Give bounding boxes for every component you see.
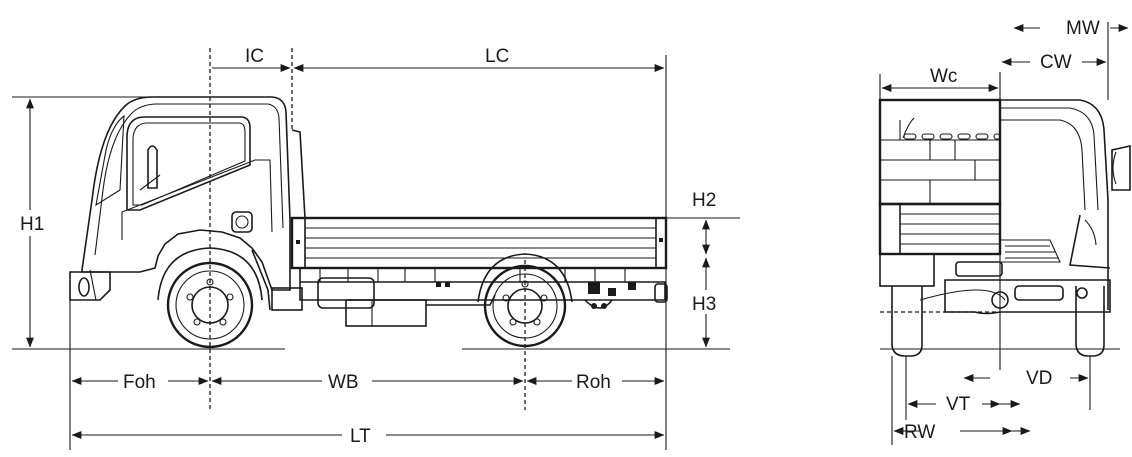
rear-component-3 [628, 282, 636, 290]
front-bumper [69, 271, 111, 301]
door-line [121, 159, 273, 240]
bed-pin-rear [659, 238, 663, 242]
rear-hose [584, 299, 613, 309]
h1-label-mask [17, 210, 43, 236]
frame-bolt-2 [445, 282, 450, 287]
rear-lug-5 [502, 294, 510, 302]
door-window-inner [132, 122, 246, 206]
mudflap [251, 249, 271, 311]
front-tire [166, 261, 254, 349]
roh-label-mask [572, 368, 622, 392]
headlight [78, 277, 90, 297]
driveshaft [426, 294, 496, 306]
label-h2: H2 [692, 190, 716, 211]
cab-rear-panel [291, 129, 306, 219]
axle-housing [919, 289, 1006, 301]
bed-pin-front [296, 240, 300, 244]
rear-component-1 [588, 282, 600, 294]
rear-light [654, 283, 668, 303]
grille-lines [1005, 245, 1058, 259]
windshield-front [1000, 119, 1086, 211]
foh-label-mask [118, 368, 168, 392]
grille [1000, 239, 1061, 263]
label-vd: VD [1026, 368, 1052, 389]
cab-front-inner [1000, 107, 1099, 211]
h3-label-mask [692, 290, 722, 314]
side-view-truck [12, 96, 730, 350]
hose-clamp-2 [601, 303, 607, 309]
cab-outline [81, 96, 291, 291]
windshield [95, 114, 125, 207]
front-view-truck [878, 22, 1131, 445]
fuel-cap-icon [231, 211, 253, 233]
lug-2 [226, 293, 234, 301]
cargo-rear-box [878, 98, 1002, 206]
hose-clamp-1 [591, 303, 597, 309]
label-mw: MW [1066, 18, 1100, 39]
mirror-curve [1112, 151, 1117, 185]
cargo-bed [290, 216, 668, 270]
left-wheel [891, 286, 923, 357]
bumper-edge [89, 269, 97, 301]
right-wheel [1075, 286, 1105, 357]
front-wheel [157, 247, 263, 349]
cab-inner-outline [94, 103, 284, 256]
label-h1: H1 [20, 214, 44, 235]
cab-step [271, 287, 303, 311]
rear-component-2 [608, 288, 616, 296]
lug-5 [186, 293, 194, 301]
label-vt: VT [946, 394, 971, 415]
rear-lug-3 [533, 318, 541, 326]
lt-label-mask [342, 422, 386, 448]
front-mirror [1111, 145, 1131, 191]
label-wb: WB [328, 372, 359, 393]
frame-brackets [319, 268, 626, 282]
label-lt: LT [350, 426, 371, 447]
label-rw: RW [904, 422, 935, 443]
side-view-dimensions: IC LC H1 H2 H3 Foh WB Roh LT [12, 46, 740, 450]
lug-3 [219, 318, 227, 326]
label-cw: CW [1040, 52, 1072, 73]
label-wc: Wc [930, 66, 957, 87]
fog-light [955, 261, 1003, 277]
tow-hook [1076, 287, 1088, 299]
rear-lug-4 [509, 318, 517, 326]
fuel-cap-ring [235, 215, 249, 229]
wc-label-mask [925, 64, 963, 86]
grille-curve [1084, 219, 1097, 246]
front-bumper-view [944, 279, 1111, 315]
mirror-arm [139, 174, 161, 191]
license-plate [1014, 285, 1064, 301]
cab-front-outline [1000, 99, 1109, 310]
vent-slots [903, 133, 1001, 140]
rear-wheel-arch [477, 253, 573, 303]
front-corner [1069, 214, 1111, 269]
frame-bolt-1 [436, 282, 441, 287]
label-lc: LC [485, 46, 509, 67]
front-view-dimensions: MW CW Wc VD VT RW [881, 18, 1129, 443]
rear-light-box [879, 253, 935, 287]
lug-4 [193, 318, 201, 326]
label-foh: Foh [123, 372, 156, 393]
label-roh: Roh [576, 372, 611, 393]
tailgate [878, 202, 1002, 256]
chassis-frame [299, 268, 666, 301]
wb-label-mask [322, 368, 372, 392]
rear-lug-2 [540, 294, 548, 302]
side-mirror [147, 145, 158, 189]
battery-box [345, 299, 427, 327]
label-h3: H3 [692, 294, 716, 315]
door-window [126, 116, 251, 211]
label-ic: IC [245, 46, 264, 67]
